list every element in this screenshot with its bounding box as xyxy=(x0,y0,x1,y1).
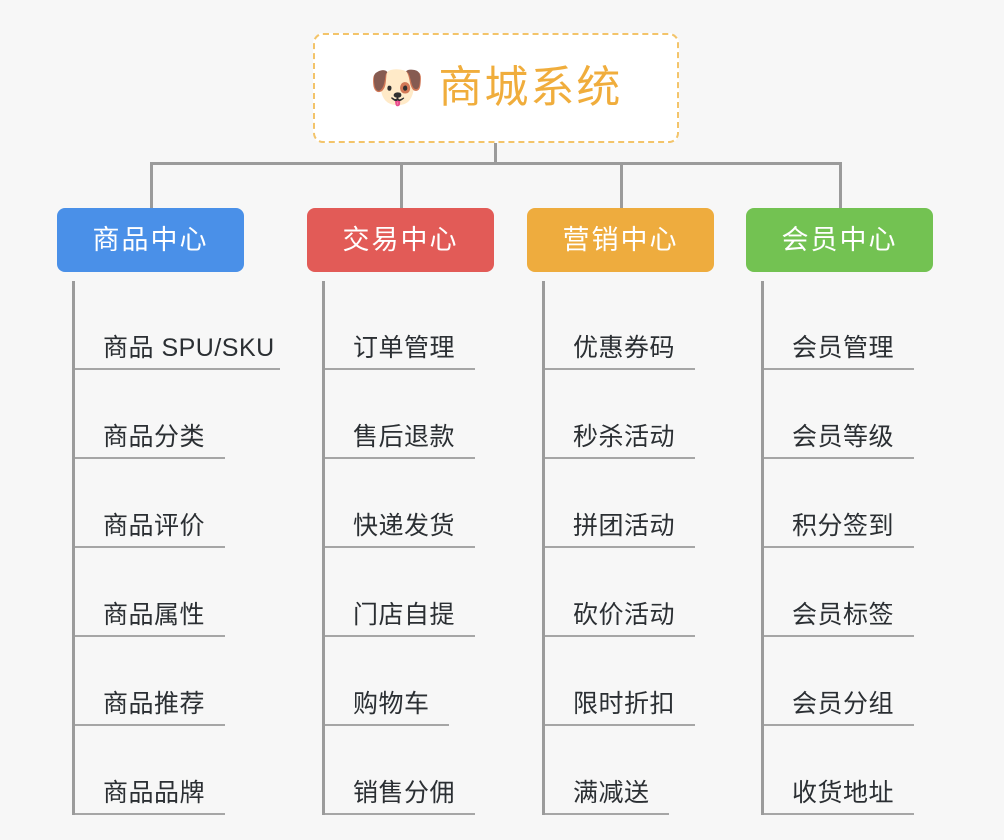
leaf-item[interactable]: 销售分佣 xyxy=(325,726,494,815)
leaf-item-underline xyxy=(764,813,914,815)
leaf-item-label: 商品评价 xyxy=(103,512,206,540)
leaf-item[interactable]: 商品 SPU/SKU xyxy=(75,281,280,370)
leaf-item-underline xyxy=(75,368,280,370)
leaf-item[interactable]: 秒杀活动 xyxy=(545,370,714,459)
leaf-item-underline xyxy=(764,546,914,548)
leaf-item[interactable]: 购物车 xyxy=(325,637,494,726)
leaf-item[interactable]: 拼团活动 xyxy=(545,459,714,548)
leaf-item[interactable]: 订单管理 xyxy=(325,281,494,370)
leaf-item-label: 商品 SPU/SKU xyxy=(103,334,275,362)
leaf-item[interactable]: 会员分组 xyxy=(764,637,933,726)
leaf-item-underline xyxy=(545,368,695,370)
leaf-item-underline xyxy=(764,368,914,370)
horizontal-bus-line xyxy=(150,162,840,165)
leaf-item-underline xyxy=(325,635,475,637)
leaf-item[interactable]: 商品评价 xyxy=(75,459,275,548)
root-title: 商城系统 xyxy=(438,63,623,112)
category-column-marketing-center: 营销中心优惠券码秒杀活动拼团活动砍价活动限时折扣满减送 xyxy=(527,208,714,815)
category-header-label: 商品中心 xyxy=(92,224,209,255)
leaf-item-label: 满减送 xyxy=(573,779,650,807)
leaf-item-label: 收货地址 xyxy=(792,779,895,807)
leaf-item[interactable]: 门店自提 xyxy=(325,548,494,637)
leaf-item-label: 会员等级 xyxy=(792,423,895,451)
leaf-item[interactable]: 商品属性 xyxy=(75,548,275,637)
leaf-item-label: 商品推荐 xyxy=(103,690,206,718)
category-header-marketing-center[interactable]: 营销中心 xyxy=(527,208,714,272)
root-node[interactable]: 🐶 商城系统 xyxy=(313,33,679,143)
leaf-item-underline xyxy=(325,724,449,726)
leaf-item[interactable]: 满减送 xyxy=(545,726,714,815)
leaf-item-label: 会员分组 xyxy=(792,690,895,718)
leaf-item-underline xyxy=(75,457,225,459)
category-header-product-center[interactable]: 商品中心 xyxy=(57,208,244,272)
leaf-item-label: 售后退款 xyxy=(353,423,456,451)
leaf-item[interactable]: 会员标签 xyxy=(764,548,933,637)
leaf-item-underline xyxy=(325,457,475,459)
leaf-item-label: 商品品牌 xyxy=(103,779,206,807)
leaf-item-label: 订单管理 xyxy=(353,334,456,362)
leaf-item-underline xyxy=(545,635,695,637)
leaf-item-underline xyxy=(764,457,914,459)
leaf-item[interactable]: 售后退款 xyxy=(325,370,494,459)
leaf-item-label: 快递发货 xyxy=(353,512,456,540)
leaf-item[interactable]: 会员管理 xyxy=(764,281,933,370)
leaf-item-label: 会员管理 xyxy=(792,334,895,362)
leaf-item-underline xyxy=(75,546,225,548)
branch-drop-line-2 xyxy=(399,162,403,208)
leaf-item[interactable]: 限时折扣 xyxy=(545,637,714,726)
leaf-item-underline xyxy=(764,635,914,637)
category-column-trade-center: 交易中心订单管理售后退款快递发货门店自提购物车销售分佣 xyxy=(307,208,494,815)
leaf-item-underline xyxy=(545,724,695,726)
leaf-item-underline xyxy=(764,724,914,726)
leaf-item-underline xyxy=(75,635,225,637)
leaf-item[interactable]: 商品品牌 xyxy=(75,726,275,815)
leaf-item[interactable]: 快递发货 xyxy=(325,459,494,548)
leaf-item[interactable]: 会员等级 xyxy=(764,370,933,459)
leaf-item-label: 商品分类 xyxy=(103,423,206,451)
leaf-item-label: 拼团活动 xyxy=(573,512,676,540)
category-column-member-center: 会员中心会员管理会员等级积分签到会员标签会员分组收货地址 xyxy=(746,208,933,815)
leaf-item-label: 会员标签 xyxy=(792,601,895,629)
leaf-item-label: 砍价活动 xyxy=(573,601,676,629)
category-header-trade-center[interactable]: 交易中心 xyxy=(307,208,494,272)
leaf-item-underline xyxy=(75,724,225,726)
leaf-list-product-center: 商品 SPU/SKU 商品分类商品评价商品属性商品推荐商品品牌 xyxy=(72,281,280,815)
leaf-item-label: 门店自提 xyxy=(353,601,456,629)
leaf-item-underline xyxy=(325,813,475,815)
leaf-item-underline xyxy=(545,813,669,815)
category-header-member-center[interactable]: 会员中心 xyxy=(746,208,933,272)
leaf-item-label: 优惠券码 xyxy=(573,334,676,362)
category-header-label: 会员中心 xyxy=(781,224,898,255)
leaf-item-label: 限时折扣 xyxy=(573,690,676,718)
branch-drop-line-3 xyxy=(619,162,623,208)
leaf-item-label: 秒杀活动 xyxy=(573,423,676,451)
leaf-item-label: 商品属性 xyxy=(103,601,206,629)
leaf-item-label: 销售分佣 xyxy=(353,779,456,807)
leaf-item-label: 积分签到 xyxy=(792,512,895,540)
root-stem-line xyxy=(494,143,497,165)
leaf-list-trade-center: 订单管理售后退款快递发货门店自提购物车销售分佣 xyxy=(322,281,494,815)
dog-face-icon: 🐶 xyxy=(369,63,425,112)
category-column-product-center: 商品中心商品 SPU/SKU 商品分类商品评价商品属性商品推荐商品品牌 xyxy=(57,208,280,815)
category-header-label: 交易中心 xyxy=(342,224,459,255)
branch-drop-line-4 xyxy=(838,162,842,208)
leaf-item-underline xyxy=(545,457,695,459)
leaf-item[interactable]: 商品推荐 xyxy=(75,637,275,726)
leaf-item[interactable]: 优惠券码 xyxy=(545,281,714,370)
leaf-item-underline xyxy=(325,546,475,548)
leaf-item[interactable]: 商品分类 xyxy=(75,370,275,459)
leaf-list-member-center: 会员管理会员等级积分签到会员标签会员分组收货地址 xyxy=(761,281,933,815)
leaf-item[interactable]: 收货地址 xyxy=(764,726,933,815)
leaf-item-underline xyxy=(325,368,475,370)
leaf-item[interactable]: 砍价活动 xyxy=(545,548,714,637)
leaf-item-underline xyxy=(545,546,695,548)
leaf-item[interactable]: 积分签到 xyxy=(764,459,933,548)
leaf-item-label: 购物车 xyxy=(353,690,430,718)
leaf-item-underline xyxy=(75,813,225,815)
category-header-label: 营销中心 xyxy=(562,224,679,255)
leaf-list-marketing-center: 优惠券码秒杀活动拼团活动砍价活动限时折扣满减送 xyxy=(542,281,714,815)
branch-drop-line-1 xyxy=(149,162,153,208)
